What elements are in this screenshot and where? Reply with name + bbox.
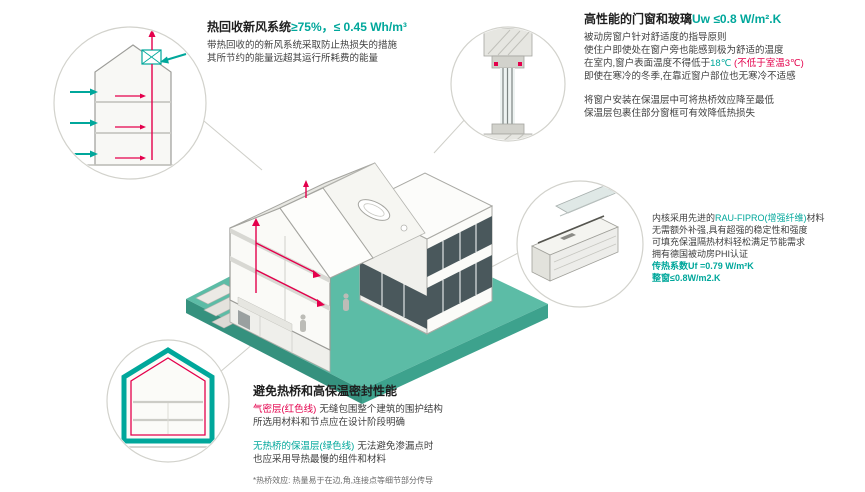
frame-profile-material: RAU-FIPRO(增强纤维) bbox=[715, 213, 807, 223]
airtight-layer-label: 气密层(红色线) bbox=[253, 404, 317, 415]
frame-profile-uw-value: 整窗≤0.8W/m2.K bbox=[652, 273, 721, 283]
ventilation-ducts bbox=[255, 224, 321, 303]
kitchen-counter bbox=[237, 296, 293, 333]
temp-line-value: 18℃ bbox=[710, 58, 732, 69]
main-house-cutaway-illustration bbox=[186, 162, 548, 404]
window-glass-line: 使住户即使处在窗户旁也能感到极为舒适的温度 bbox=[584, 45, 784, 56]
airtight-layer-line: 气密层(红色线)无缝包围整个建筑的围护结构 bbox=[253, 403, 553, 416]
ventilation-title-value: ≥75%，≤ 0.45 Wh/m³ bbox=[291, 20, 407, 34]
human-figures bbox=[300, 293, 349, 332]
callout-window-glass: 高性能的门窗和玻璃Uw ≤0.8 W/m².K 被动房窗户针对舒适度的指导原则 … bbox=[584, 12, 862, 120]
window-section-icon bbox=[483, 28, 533, 140]
thermal-bridge-title: 避免热桥和高保温密封性能 bbox=[253, 384, 398, 398]
temp-line-pre: 在室内,窗户表面温度不得低于 bbox=[584, 58, 711, 69]
left-wing-roof bbox=[229, 162, 426, 279]
ventilation-title: 热回收新风系统≥75%，≤ 0.45 Wh/m³ bbox=[207, 20, 452, 35]
frame-profile-line: 可填充保温隔热材料轻松满足节能需求 bbox=[652, 237, 806, 247]
window-glass-title-text: 高性能的门窗和玻璃 bbox=[584, 12, 693, 26]
thermal-bridge-line: 所选用材料和节点应在设计阶段明确 bbox=[253, 417, 406, 428]
temp-line-note: (不低于室温3℃) bbox=[734, 58, 804, 69]
window-glass-line: 保温层包裹住部分窗框可有效降低热损失 bbox=[584, 108, 756, 119]
window-glass-temp-line: 在室内,窗户表面温度不得低于18℃ (不低于室温3℃) bbox=[584, 57, 862, 70]
window-glass-line: 被动房窗户针对舒适度的指导原则 bbox=[584, 32, 727, 43]
callout-frame-profile: 内核采用先进的RAU-FIPRO(增强纤维)材料 无需额外补强,具有超强的稳定性… bbox=[652, 212, 864, 284]
ventilation-line: 其所节约的能量远超其运行所耗费的能量 bbox=[207, 53, 379, 64]
callout-thermal-bridge: 避免热桥和高保温密封性能 气密层(红色线)无缝包围整个建筑的围护结构 所选用材料… bbox=[253, 384, 553, 486]
callout-ventilation: 热回收新风系统≥75%，≤ 0.45 Wh/m³ 带热回收的的新风系统采取防止热… bbox=[207, 20, 452, 65]
ventilation-title-text: 热回收新风系统 bbox=[207, 20, 292, 34]
frame-profile-line1-pre: 内核采用先进的 bbox=[652, 213, 716, 223]
frame-profile-line1-post: 材料 bbox=[806, 213, 825, 223]
window-glass-line: 即使在寒冷的冬季,在靠近窗户部位也无寒冷不适感 bbox=[584, 71, 796, 82]
window-glass-title-value: Uw ≤0.8 W/m².K bbox=[692, 12, 782, 26]
frame-profile-line1: 内核采用先进的RAU-FIPRO(增强纤维)材料 bbox=[652, 212, 864, 224]
thermal-bridge-footnote: *热桥效应: 热量易于在边,角,连接点等细节部分传导 bbox=[253, 476, 434, 485]
window-glass-title: 高性能的门窗和玻璃Uw ≤0.8 W/m².K bbox=[584, 12, 862, 27]
ventilation-line: 带热回收的的新风系统采取防止热损失的措施 bbox=[207, 40, 398, 51]
airtight-layer-text: 无缝包围整个建筑的围护结构 bbox=[319, 404, 443, 415]
sink bbox=[400, 224, 408, 232]
insulation-layer-line: 无热桥的保温层(绿色线)无法避免渗漏点时 bbox=[253, 440, 553, 453]
bathtub bbox=[357, 199, 391, 221]
frame-profile-line: 拥有德国被动房PHI认证 bbox=[652, 249, 749, 259]
insulated-envelope-icon bbox=[108, 347, 228, 448]
frame-profile-uf-value: 传热系数Uf =0.79 W/m²K bbox=[652, 261, 754, 271]
insulation-layer-label: 无热桥的保温层(绿色线) bbox=[253, 441, 355, 452]
insulation-layer-text: 无法避免渗漏点时 bbox=[357, 441, 434, 452]
roof-exhaust bbox=[303, 180, 309, 198]
window-glass-line: 将窗户安装在保温层中可将热桥效应降至最低 bbox=[584, 95, 775, 106]
frame-profile-line: 无需额外补强,具有超强的稳定性和强度 bbox=[652, 225, 808, 235]
glass-doors bbox=[360, 262, 427, 329]
thermal-bridge-line: 也应采用导热最慢的组件和材料 bbox=[253, 454, 387, 465]
